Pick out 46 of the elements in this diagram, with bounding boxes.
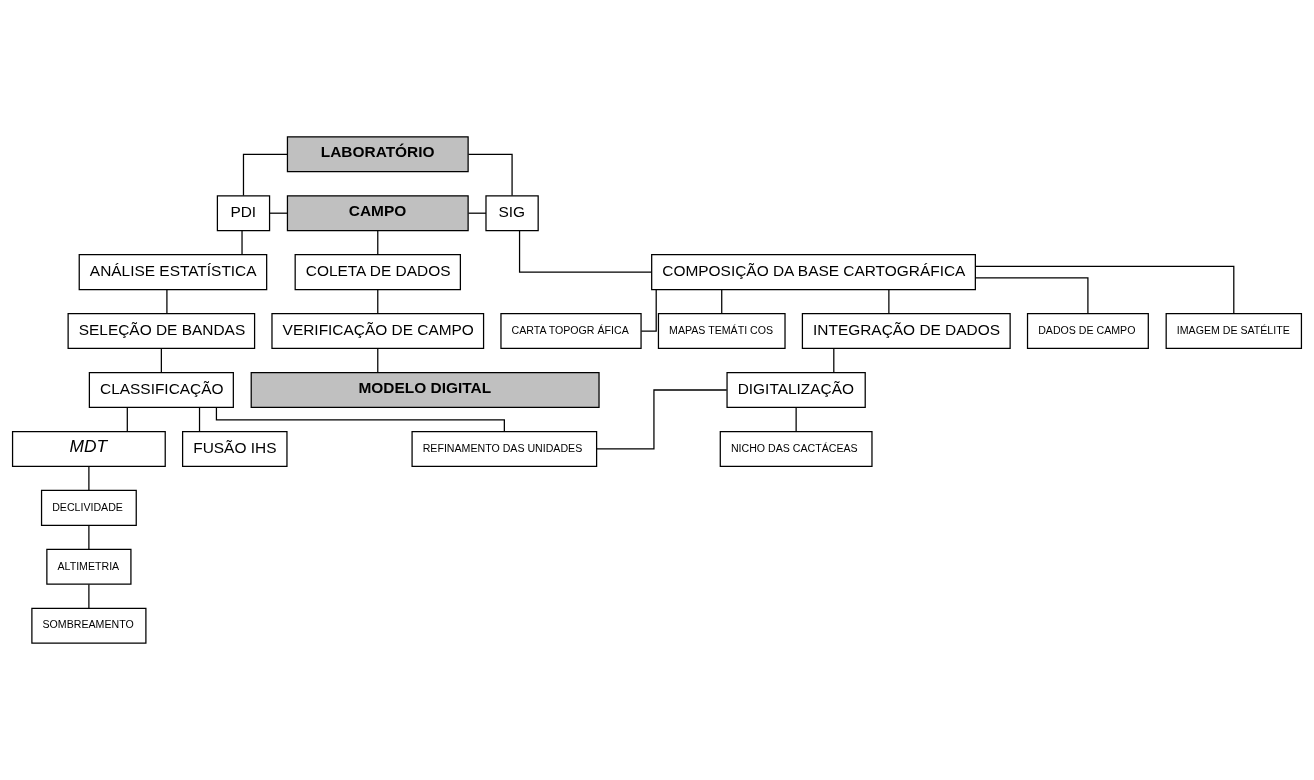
connector xyxy=(721,289,723,314)
node-box: CLASSIFICAÇÃO xyxy=(88,372,234,408)
node-box: LABORATÓRIO xyxy=(286,136,469,173)
connector xyxy=(377,289,379,314)
node-box: PDI xyxy=(216,195,271,232)
node-box: DIGITALIZAÇÃO xyxy=(726,372,866,408)
node-box: SELEÇÃO DE BANDAS xyxy=(67,313,256,350)
connector xyxy=(88,466,90,491)
connector xyxy=(126,407,128,432)
connector xyxy=(596,389,728,450)
node-box: FUSÃO IHS xyxy=(182,430,288,467)
node-box: ANÁLISE ESTATÍSTICA xyxy=(78,254,268,291)
node-box: DADOS DE CAMPO xyxy=(1026,313,1149,350)
connector xyxy=(166,289,168,314)
node-box: IMAGEM DE SATÉLITE xyxy=(1165,313,1303,350)
node-box: REFINAMENTO DAS UNIDADES xyxy=(411,430,598,467)
node-box: SOMBREAMENTO xyxy=(31,607,147,644)
node-box: MAPAS TEMÁTI COS xyxy=(657,313,786,350)
connector xyxy=(215,406,505,433)
connector xyxy=(88,524,90,550)
node-box: ALTIMETRIA xyxy=(46,548,132,585)
connector xyxy=(974,277,1089,315)
node-box: CAMPO xyxy=(286,195,469,232)
connector xyxy=(160,348,162,373)
connector xyxy=(467,153,513,197)
node-box: COLETA DE DADOS xyxy=(294,254,461,291)
node-box: NICHO DAS CACTÁCEAS xyxy=(719,430,873,467)
node-box: SIG xyxy=(485,195,539,232)
connector xyxy=(88,583,90,609)
connector xyxy=(241,230,243,256)
node-box: INTEGRAÇÃO DE DADOS xyxy=(801,313,1011,350)
node-box: VERIFICAÇÃO DE CAMPO xyxy=(271,313,485,350)
node-box: COMPOSIÇÃO DA BASE CARTOGRÁFICA xyxy=(651,254,976,291)
connector xyxy=(198,407,201,432)
node-box: DECLIVIDADE xyxy=(40,489,137,526)
connector xyxy=(974,265,1235,314)
connector xyxy=(518,230,653,273)
connector xyxy=(888,289,890,314)
connector xyxy=(795,407,797,432)
node-box: MDT xyxy=(11,430,166,467)
connector xyxy=(242,153,288,197)
node-box: MODELO DIGITAL xyxy=(250,372,600,408)
node-box: CARTA TOPOGR ÁFICA xyxy=(500,313,642,350)
connector xyxy=(833,348,835,373)
connector xyxy=(377,348,379,373)
connector xyxy=(377,230,379,256)
